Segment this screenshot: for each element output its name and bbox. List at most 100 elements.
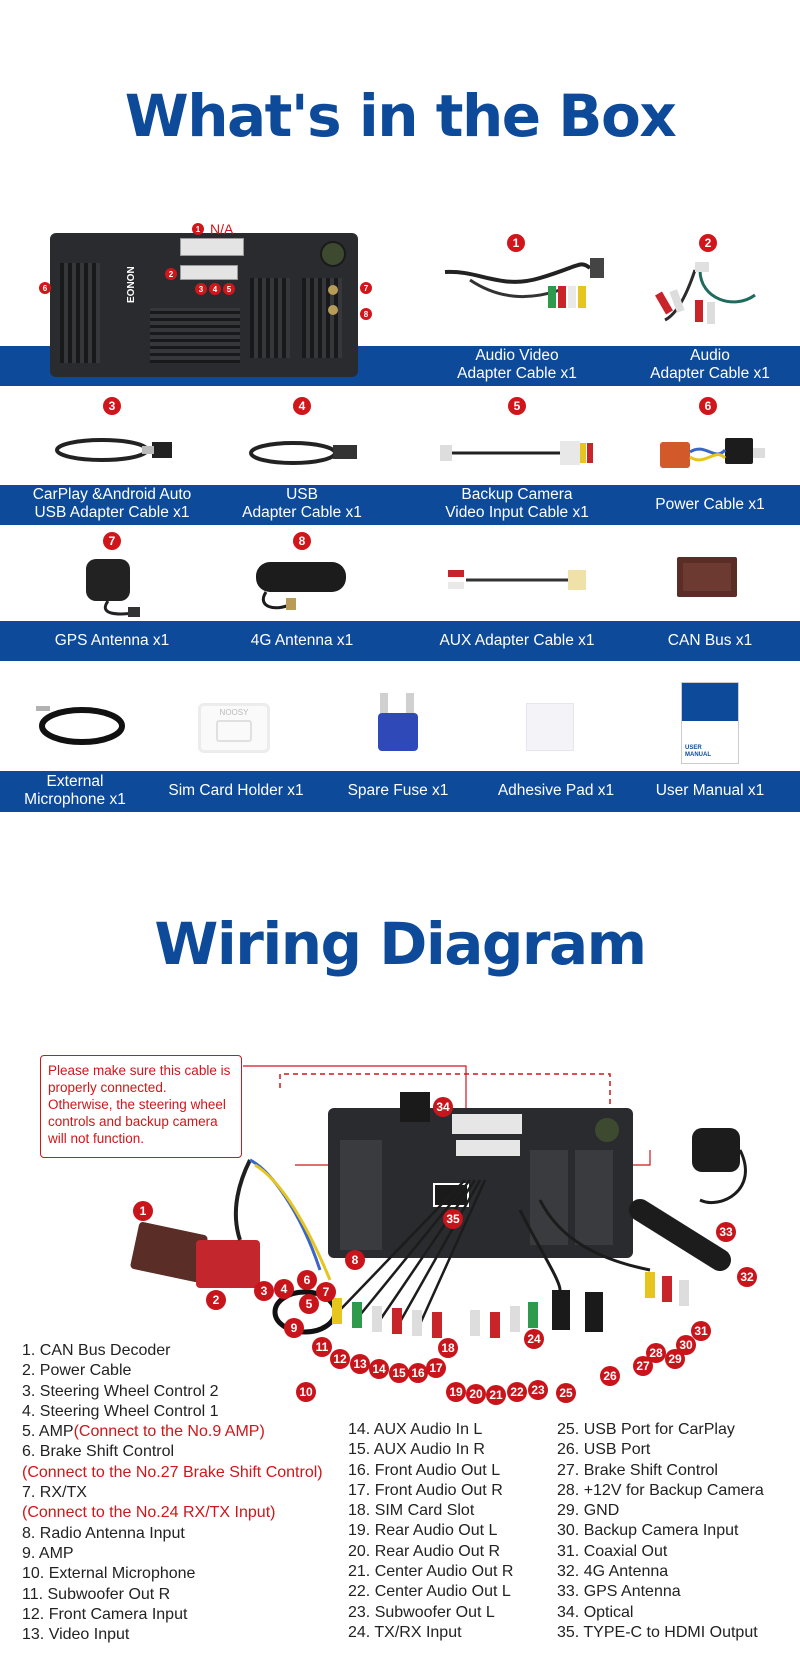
wiring-marker-29: 29 [665, 1349, 685, 1369]
caption-band-row3 [0, 621, 800, 661]
wiring-marker-35: 35 [443, 1209, 463, 1229]
4g-antenna-image [256, 562, 346, 610]
head-unit-marker-6: 6 [39, 282, 51, 294]
wiring-marker-3: 3 [254, 1281, 274, 1301]
legend-row: 10. External Microphone [22, 1564, 323, 1584]
legend-text: 10. External Microphone [22, 1565, 196, 1583]
caption-line: User Manual x1 [655, 782, 765, 799]
caption-can-bus: CAN Bus x1 [668, 632, 752, 650]
spare-fuse-image [378, 693, 418, 751]
legend-column-3: 25. USB Port for CarPlay 26. USB Port 27… [557, 1420, 764, 1643]
carplay-usb-cable-image [55, 438, 172, 462]
legend-row: 12. Front Camera Input [22, 1605, 323, 1625]
legend-row: 18. SIM Card Slot [348, 1502, 475, 1520]
legend-text: 6. Brake Shift Control [22, 1443, 175, 1461]
wiring-marker-2: 2 [206, 1290, 226, 1310]
legend-column-2: 14. AUX Audio In L 15. AUX Audio In R 16… [348, 1420, 513, 1643]
legend-row: 17. Front Audio Out R [348, 1481, 503, 1499]
wiring-marker-12: 12 [330, 1349, 350, 1369]
item-number-3: 3 [103, 397, 121, 415]
caption-usb: USB Adapter Cable x1 [242, 486, 362, 522]
legend-row: 15. AUX Audio In R [348, 1441, 485, 1459]
legend-row: 11. Subwoofer Out R [22, 1585, 323, 1605]
wiring-marker-34: 34 [433, 1097, 453, 1117]
caption-aux-adapter: AUX Adapter Cable x1 [439, 632, 594, 650]
legend-row: 9. AMP [22, 1544, 323, 1564]
wiring-warning-note: Please make sure this cable is properly … [40, 1055, 242, 1158]
can-bus-image [677, 557, 737, 597]
legend-row: 30. Backup Camera Input [557, 1522, 739, 1540]
legend-row: 1. CAN Bus Decoder [22, 1341, 323, 1361]
caption-carplay-usb: CarPlay &Android Auto USB Adapter Cable … [33, 486, 192, 522]
wiring-marker-27: 27 [633, 1356, 653, 1376]
legend-row: 13. Video Input [22, 1625, 323, 1645]
caption-line: External [46, 773, 104, 790]
wiring-marker-7: 7 [316, 1282, 336, 1302]
caption-line: Audio [690, 347, 730, 364]
wiring-marker-11: 11 [312, 1337, 332, 1357]
legend-row: 24. TX/RX Input [348, 1623, 462, 1641]
legend-row: (Connect to the No.27 Brake Shift Contro… [22, 1463, 323, 1483]
legend-row: 23. Subwoofer Out L [348, 1603, 495, 1621]
legend-row: 20. Rear Audio Out R [348, 1542, 501, 1560]
wiring-marker-32: 32 [737, 1267, 757, 1287]
caption-line: Adapter Cable x1 [650, 365, 770, 382]
legend-column-1: 1. CAN Bus Decoder 2. Power Cable 3. Ste… [22, 1341, 323, 1645]
legend-text: 5. AMP [22, 1423, 74, 1441]
legend-row: 26. USB Port [557, 1441, 651, 1459]
wiring-marker-8: 8 [345, 1250, 365, 1270]
wiring-marker-1: 1 [133, 1201, 153, 1221]
caption-line: Spare Fuse x1 [347, 782, 449, 799]
legend-row: 2. Power Cable [22, 1361, 323, 1381]
legend-row: 29. GND [557, 1502, 620, 1520]
legend-text: 12. Front Camera Input [22, 1605, 188, 1623]
legend-text: 8. Radio Antenna Input [22, 1524, 185, 1542]
caption-audio-adapter: Audio Adapter Cable x1 [650, 347, 770, 383]
caption-line: Video Input Cable x1 [445, 504, 589, 521]
caption-av-adapter: Audio Video Adapter Cable x1 [457, 347, 577, 383]
wiring-marker-10: 10 [296, 1382, 316, 1402]
legend-row: 25. USB Port for CarPlay [557, 1421, 735, 1438]
legend-row: 33. GPS Antenna [557, 1583, 681, 1601]
caption-band-row4 [0, 771, 800, 812]
wiring-marker-22: 22 [507, 1382, 527, 1402]
caption-line: 4G Antenna x1 [250, 632, 354, 649]
wiring-marker-25: 25 [556, 1383, 576, 1403]
caption-external-microphone: External Microphone x1 [24, 773, 126, 809]
legend-note: (Connect to the No.9 AMP) [73, 1423, 265, 1441]
wiring-marker-24: 24 [524, 1329, 544, 1349]
legend-row: 4. Steering Wheel Control 1 [22, 1402, 323, 1422]
legend-row: 8. Radio Antenna Input [22, 1524, 323, 1544]
wiring-marker-33: 33 [716, 1222, 736, 1242]
legend-text: 7. RX/TX [22, 1484, 87, 1502]
wiring-marker-31: 31 [691, 1321, 711, 1341]
legend-text: 9. AMP [22, 1544, 74, 1562]
caption-line: GPS Antenna x1 [54, 632, 170, 649]
wiring-marker-28: 28 [646, 1343, 666, 1363]
caption-power-cable: Power Cable x1 [655, 496, 764, 514]
caption-line: CAN Bus x1 [667, 632, 753, 649]
legend-row: 19. Rear Audio Out L [348, 1522, 498, 1540]
caption-line: CarPlay &Android Auto [32, 486, 192, 503]
wiring-title: Wiring Diagram [154, 910, 647, 978]
legend-text: 11. Subwoofer Out R [22, 1585, 171, 1603]
head-unit-marker-7: 7 [360, 282, 372, 294]
audio-adapter-cable-image [655, 262, 756, 324]
legend-row: 14. AUX Audio In L [348, 1421, 483, 1438]
wiring-marker-18: 18 [438, 1338, 458, 1358]
head-unit-marker-8: 8 [360, 308, 372, 320]
legend-text: 13. Video Input [22, 1626, 130, 1644]
caption-line: Adhesive Pad x1 [497, 782, 615, 799]
external-microphone-image [36, 706, 125, 745]
legend-row: 7. RX/TX [22, 1483, 323, 1503]
caption-line: Adapter Cable x1 [242, 504, 362, 521]
legend-row: 35. TYPE-C to HDMI Output [557, 1623, 758, 1641]
wiring-marker-30: 30 [676, 1335, 696, 1355]
brand-label: EONON [126, 266, 137, 303]
wiring-marker-20: 20 [466, 1384, 486, 1404]
legend-row: 28. +12V for Backup Camera [557, 1481, 764, 1499]
power-cable-image [660, 438, 765, 468]
aux-adapter-cable-image [448, 570, 586, 590]
wiring-diagram-illustration [130, 1065, 747, 1338]
wiring-marker-4: 4 [274, 1279, 294, 1299]
